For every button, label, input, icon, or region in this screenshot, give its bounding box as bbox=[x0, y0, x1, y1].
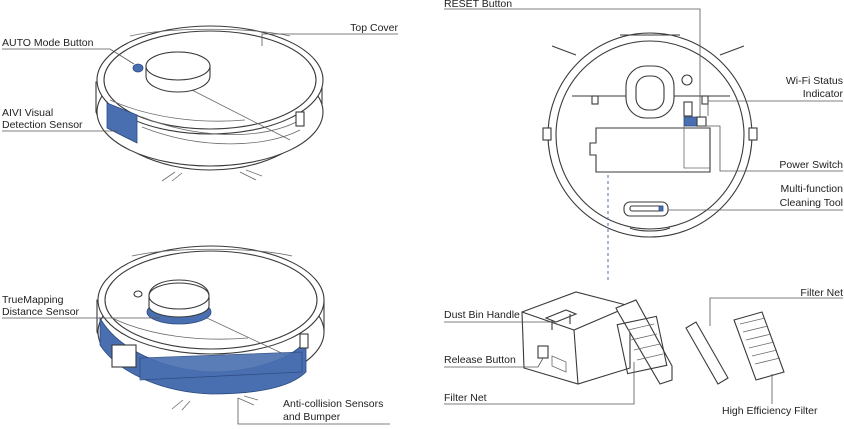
label-aivi-line1: AIVI Visual bbox=[2, 107, 53, 119]
label-auto-mode-button: AUTO Mode Button bbox=[2, 37, 94, 49]
reset-button-icon bbox=[681, 74, 693, 86]
hepa-pleats-icon bbox=[739, 317, 781, 365]
label-reset-button: RESET Button bbox=[444, 0, 512, 10]
label-dust-bin-handle: Dust Bin Handle bbox=[444, 309, 520, 321]
robot-top-view-upper bbox=[95, 25, 324, 182]
label-truemapping-line2: Distance Sensor bbox=[2, 306, 80, 318]
power-switch-icon bbox=[683, 116, 698, 127]
label-wifi-line2: Indicator bbox=[803, 88, 844, 100]
auto-mode-button-icon bbox=[132, 63, 144, 73]
label-filter-net-right: Filter Net bbox=[800, 287, 843, 299]
label-aivi-line2: Detection Sensor bbox=[2, 119, 83, 131]
robot-bottom-view bbox=[542, 32, 758, 280]
filter-grid bbox=[627, 323, 664, 361]
side-brush-icon bbox=[171, 395, 259, 411]
label-truemapping-line1: TrueMapping bbox=[2, 294, 64, 306]
label-high-efficiency-filter: High Efficiency Filter bbox=[722, 405, 818, 417]
leader-lines bbox=[2, 8, 843, 425]
robot-top-view-lower bbox=[96, 245, 325, 411]
label-anti-collision-line1: Anti-collision Sensors bbox=[283, 398, 383, 410]
label-release-button: Release Button bbox=[444, 354, 516, 366]
aivi-sensor-window bbox=[106, 102, 138, 144]
label-top-cover: Top Cover bbox=[350, 22, 398, 34]
label-filter-net-left: Filter Net bbox=[444, 392, 487, 404]
label-multifunction-line1: Multi-function bbox=[781, 183, 844, 195]
side-brush-icon bbox=[551, 45, 745, 56]
label-anti-collision-line2: and Bumper bbox=[283, 411, 341, 423]
label-multifunction-line2: Cleaning Tool bbox=[780, 197, 843, 209]
label-power-switch: Power Switch bbox=[779, 159, 843, 171]
side-brush-icon bbox=[161, 169, 263, 182]
dust-bin-assembly bbox=[521, 291, 785, 385]
label-wifi-line1: Wi-Fi Status bbox=[786, 75, 843, 87]
filter-net-panel bbox=[685, 321, 729, 385]
